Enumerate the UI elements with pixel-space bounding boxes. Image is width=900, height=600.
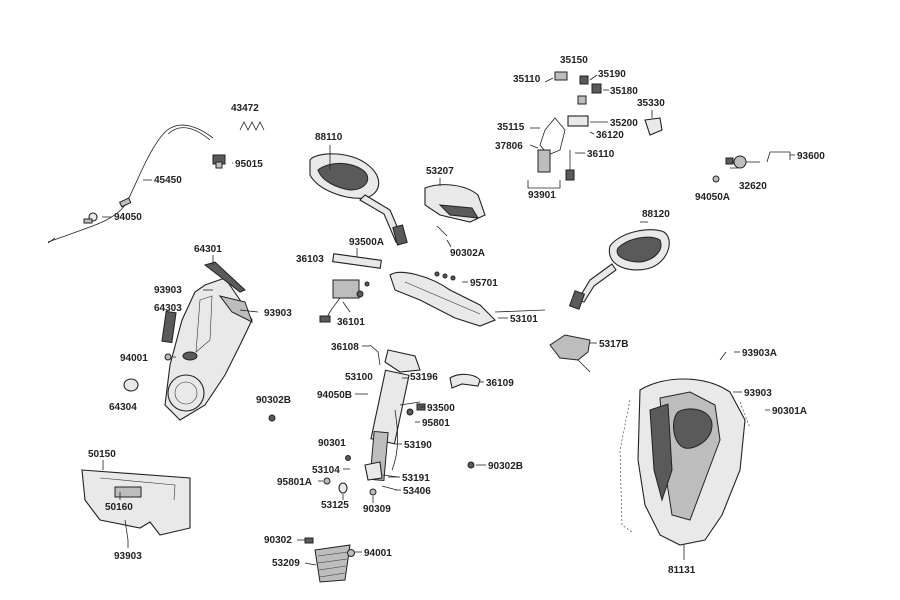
label-35110: 35110 <box>513 74 541 85</box>
right-mirror-88120 <box>568 229 670 310</box>
label-90301: 90301 <box>318 438 346 449</box>
label-64301: 64301 <box>194 244 222 255</box>
label-94050A: 94050A <box>695 192 730 203</box>
label-53190: 53190 <box>404 440 432 451</box>
label-90302B-a: 90302B <box>256 395 291 406</box>
label-95801: 95801 <box>422 418 450 429</box>
label-90309: 90309 <box>363 504 391 515</box>
label-45450: 45450 <box>154 175 182 186</box>
label-53209: 53209 <box>272 558 300 569</box>
label-36101: 36101 <box>337 317 365 328</box>
label-88110: 88110 <box>315 132 343 143</box>
label-36108: 36108 <box>331 342 359 353</box>
spring-43472 <box>239 121 265 131</box>
left-mirror-88110 <box>309 153 408 246</box>
label-94001-a: 94001 <box>120 353 148 364</box>
label-93903A: 93903A <box>742 348 777 359</box>
boot-53209 <box>304 537 355 583</box>
steering-stem <box>364 344 481 482</box>
clip-95015 <box>212 154 226 169</box>
label-36103: 36103 <box>296 254 324 265</box>
label-35180: 35180 <box>610 86 638 97</box>
label-64304: 64304 <box>109 402 137 413</box>
label-36109: 36109 <box>486 378 514 389</box>
label-90301A: 90301A <box>772 406 807 417</box>
label-94001-b: 94001 <box>364 548 392 559</box>
screw-94001 <box>164 353 172 361</box>
screw-90302A <box>436 225 448 237</box>
label-53191: 53191 <box>402 473 430 484</box>
label-35190: 35190 <box>598 69 626 80</box>
label-53100: 53100 <box>345 372 373 383</box>
label-93600: 93600 <box>797 151 825 162</box>
storage-box-50150 <box>81 469 191 541</box>
label-64303: 64303 <box>154 303 182 314</box>
label-36120: 36120 <box>596 130 624 141</box>
label-95701: 95701 <box>470 278 498 289</box>
label-53101: 53101 <box>510 314 538 325</box>
label-95015: 95015 <box>235 159 263 170</box>
label-93903-a: 93903 <box>154 285 182 296</box>
label-53104: 53104 <box>312 465 340 476</box>
label-90302A: 90302A <box>450 248 485 259</box>
label-93500A: 93500A <box>349 237 384 248</box>
label-95801A: 95801A <box>277 477 312 488</box>
label-32620: 32620 <box>739 181 767 192</box>
screws-95701 <box>434 271 456 281</box>
label-35150: 35150 <box>560 55 588 66</box>
label-5317B: 5317B <box>599 339 628 350</box>
ignition-parts <box>527 71 602 189</box>
lock-35330 <box>644 117 663 136</box>
label-90302B-b: 90302B <box>488 461 523 472</box>
label-35115: 35115 <box>497 122 525 133</box>
label-53406: 53406 <box>403 486 431 497</box>
cap-64304 <box>123 378 139 392</box>
label-53207: 53207 <box>426 166 454 177</box>
grip-5317B <box>549 334 591 373</box>
bracket-93600 <box>766 151 791 163</box>
handle-cover-53207 <box>424 184 486 223</box>
label-53196: 53196 <box>410 372 438 383</box>
bracket-36103 <box>332 253 382 269</box>
label-36110: 36110 <box>587 149 615 160</box>
front-shield-81131 <box>619 351 751 546</box>
handlebar-53101 <box>389 271 546 327</box>
label-43472: 43472 <box>231 103 259 114</box>
label-88120: 88120 <box>642 209 670 220</box>
label-50150: 50150 <box>88 449 116 460</box>
label-93903-b: 93903 <box>264 308 292 319</box>
screw-94050A <box>712 175 720 183</box>
label-94050B: 94050B <box>317 390 352 401</box>
label-50160: 50160 <box>105 502 133 513</box>
label-35330: 35330 <box>637 98 665 109</box>
label-94050: 94050 <box>114 212 142 223</box>
switch-36101 <box>319 279 370 323</box>
label-93903-d: 93903 <box>114 551 142 562</box>
label-90302: 90302 <box>264 535 292 546</box>
switch-32620 <box>725 155 760 169</box>
throttle-cable <box>47 124 214 244</box>
label-35200: 35200 <box>610 118 638 129</box>
reflector-64303 <box>161 310 177 344</box>
label-93500: 93500 <box>427 403 455 414</box>
inner-cover-64301 <box>164 261 253 421</box>
label-81131: 81131 <box>668 565 696 576</box>
part-labels: 43472 95015 45450 94050 64301 93903 9390… <box>88 55 825 576</box>
label-93903-c: 93903 <box>744 388 772 399</box>
label-37806: 37806 <box>495 141 523 152</box>
label-93901: 93901 <box>528 190 556 201</box>
label-53125: 53125 <box>321 500 349 511</box>
leader-lines <box>102 74 795 566</box>
